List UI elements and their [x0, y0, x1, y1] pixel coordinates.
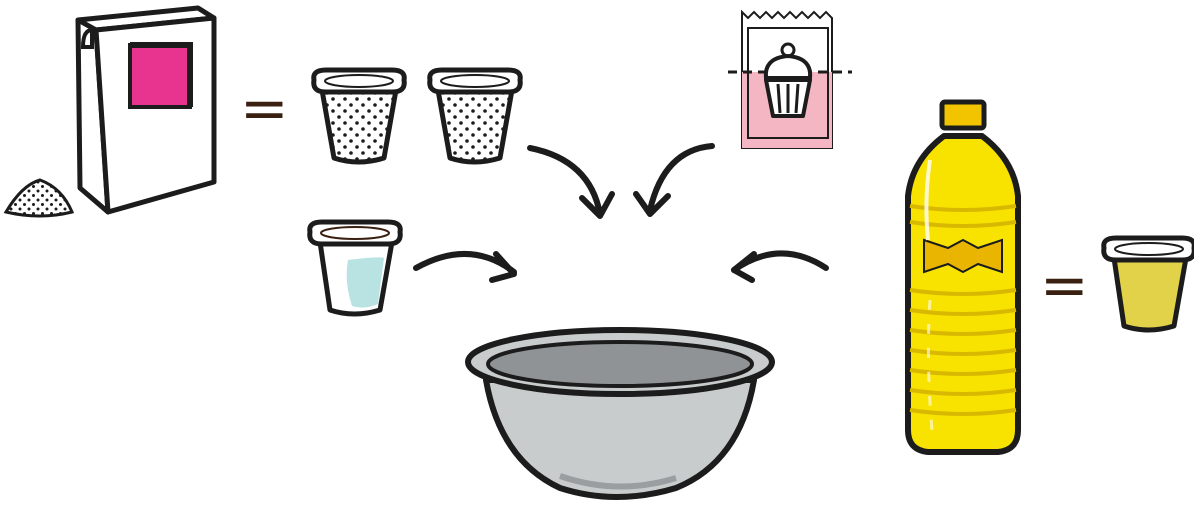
arrow-icon [636, 146, 712, 214]
arrow-icon [734, 253, 826, 280]
oil-bottle-label [924, 240, 1002, 272]
flour-pile-icon [6, 180, 72, 216]
equals-sign-oil: = [1040, 251, 1089, 319]
flour-box-label [130, 45, 190, 107]
equals-sign-flour: = [240, 74, 289, 142]
yogurt-cup-icon [310, 222, 401, 314]
arrow-icon [416, 254, 514, 280]
arrow-icon [530, 148, 612, 216]
oil-yogurt-cup-icon [1104, 238, 1194, 330]
flour-box-icon [78, 8, 214, 212]
empty-yogurt-cup-icon [430, 70, 521, 162]
empty-yogurt-cup-icon [314, 70, 405, 162]
oil-bottle-icon [908, 102, 1018, 452]
mixing-bowl-icon [468, 330, 772, 497]
